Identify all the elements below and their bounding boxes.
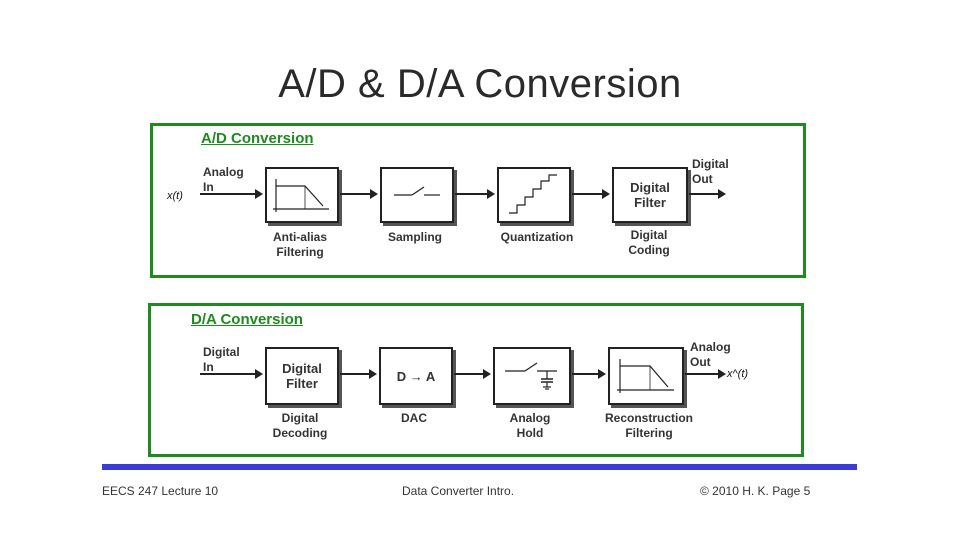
da-output-label: Analog Out — [690, 340, 731, 369]
anti-alias-filter-block — [265, 167, 339, 223]
ad-conversion-panel: A/D Conversion — [150, 123, 806, 278]
da-digital-filter-block: Digital Filter — [265, 347, 339, 405]
sampling-label: Sampling — [387, 230, 442, 244]
digital-decoding-label: Digital Decoding — [272, 411, 328, 440]
da-digital-filter-text: Digital Filter — [282, 361, 322, 391]
lowpass-filter-icon — [273, 179, 329, 212]
anti-alias-label: Anti-alias Filtering — [272, 230, 327, 259]
dac-block: D → A — [379, 347, 453, 405]
footer-center: Data Converter Intro. — [402, 484, 515, 498]
da-arrow-2 — [454, 369, 491, 379]
da-input-label: Digital In — [203, 345, 240, 374]
ad-digital-filter-text: Digital Filter — [630, 180, 670, 210]
ad-arrow-3 — [572, 189, 610, 199]
da-arrow-3 — [572, 369, 606, 379]
dac-block-text: D → A — [396, 368, 436, 384]
da-arrow-input — [200, 369, 263, 379]
staircase-icon — [509, 174, 557, 214]
sampling-block — [380, 167, 454, 223]
lowpass-filter-icon — [617, 359, 674, 393]
reconstruction-filter-block — [608, 347, 684, 405]
page-title: A/D & D/A Conversion — [278, 62, 682, 106]
quantization-block — [497, 167, 571, 223]
ad-arrow-output — [689, 189, 726, 199]
da-section-title: D/A Conversion — [191, 311, 303, 328]
da-signal-label: x^(t) — [727, 368, 749, 380]
sample-hold-icon — [505, 362, 557, 390]
da-arrow-1 — [340, 369, 377, 379]
footer-right: © 2010 H. K. Page 5 — [700, 484, 811, 498]
dac-label: DAC — [401, 411, 427, 425]
ad-section-title: A/D Conversion — [201, 130, 314, 147]
ad-arrow-input — [200, 189, 263, 199]
ad-signal-label: x(t) — [167, 190, 183, 202]
da-arrow-output — [685, 369, 726, 379]
footer-divider — [102, 464, 857, 470]
ad-arrow-1 — [340, 189, 378, 199]
quantization-label: Quantization — [500, 230, 574, 244]
ad-output-label: Digital Out — [692, 157, 729, 186]
analog-hold-label: Analog Hold — [509, 411, 551, 440]
switch-icon — [394, 186, 440, 196]
digital-coding-label: Digital Coding — [628, 228, 670, 257]
reconstruction-label: Reconstruction Filtering — [604, 411, 693, 440]
da-conversion-panel: D/A Conversion — [148, 303, 804, 457]
footer-left: EECS 247 Lecture 10 — [102, 484, 219, 498]
ad-input-label: Analog In — [203, 165, 244, 194]
ad-arrow-2 — [455, 189, 495, 199]
analog-hold-block — [493, 347, 571, 405]
ad-digital-filter-block: Digital Filter — [612, 167, 688, 223]
